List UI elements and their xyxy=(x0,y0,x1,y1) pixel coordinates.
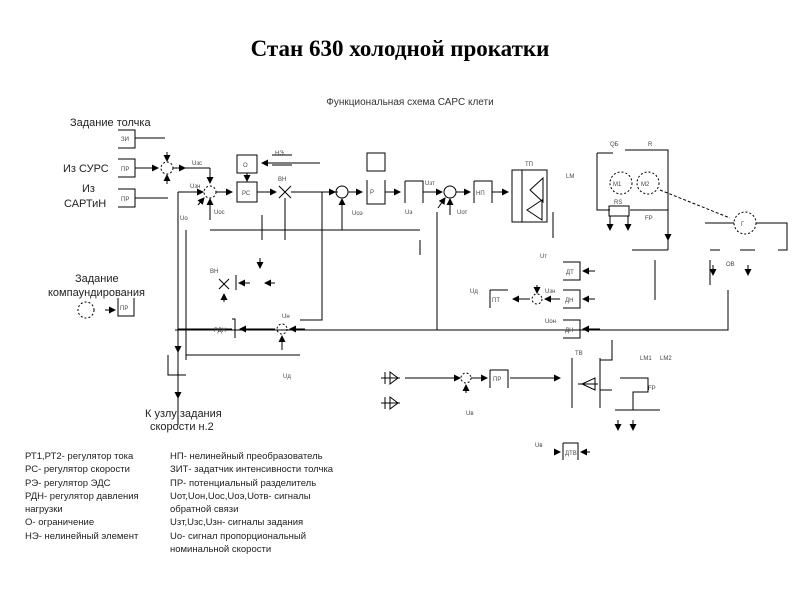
label-ov: ОВ xyxy=(726,262,735,268)
label-r: R xyxy=(648,142,653,148)
legend-item: Uот,Uон,Uос,Uоэ,Uотв- сигналы xyxy=(170,490,311,502)
label-g: Г xyxy=(741,222,745,228)
label-ud2: Uд xyxy=(283,374,291,380)
motor-m2 xyxy=(636,171,660,195)
slide-title: Стан 630 холодной прокатки xyxy=(250,36,550,61)
resistor-rs xyxy=(608,205,630,217)
legend-item: НЭ- нелинейный элемент xyxy=(25,530,139,542)
diagram-subtitle: Функциональная схема САРС клети xyxy=(326,97,494,108)
label-m2: М2 xyxy=(641,182,650,188)
label-vn: ВН xyxy=(278,177,286,183)
block-label-dn2: ДН xyxy=(565,328,573,334)
block-label-dt: ДТ xyxy=(566,270,574,276)
label-ud: Uд xyxy=(470,289,478,295)
legend-item: НП- нелинейный преобразователь xyxy=(170,451,323,462)
label-from-surs: Из СУРС xyxy=(63,163,109,175)
legend-item: номинальной скорости xyxy=(170,544,272,556)
legend-item: РЭ- регулятор ЭДС xyxy=(25,477,111,489)
label-lm: LM xyxy=(566,174,574,180)
diagram-labels: Задание толчка Из СУРС Из САРТиН Задание… xyxy=(48,117,745,457)
summing-junction-4 xyxy=(443,185,457,199)
block-label-pr1: ПР xyxy=(121,167,129,173)
label-un: Uн xyxy=(282,314,290,320)
block-label-dn: ДН xyxy=(565,298,573,304)
label-fp: FP xyxy=(645,216,653,222)
label-ne-top: НЭ xyxy=(275,151,284,157)
legend-item: РС- регулятор скорости xyxy=(25,464,130,476)
legend-item: ЗИТ- задатчик интенсивности толчка xyxy=(170,464,334,476)
label-uzs: Uзс xyxy=(192,161,202,167)
label-ue: Uэ xyxy=(405,210,412,216)
label-uzh: Uзн xyxy=(545,289,555,295)
block-label-rdn: РДН xyxy=(214,328,226,334)
label-uzt: Uзт xyxy=(425,181,435,187)
summing-junction-1 xyxy=(160,161,174,175)
block-label-pr3: ПР xyxy=(120,306,128,312)
label-m1: М1 xyxy=(613,182,622,188)
multiplier-1 xyxy=(278,185,292,199)
label-lm1: LM1 xyxy=(640,356,652,362)
block-label-np: НП xyxy=(476,191,485,197)
label-fp2: FP xyxy=(648,386,656,392)
block-label-dtv: ДТВ xyxy=(565,451,577,457)
block-label-pt: ПТ xyxy=(492,298,500,304)
label-ut: Uт xyxy=(540,254,547,260)
legend-item: ПР- потенциальный разделитель xyxy=(170,477,317,489)
thyristor-converter xyxy=(511,169,548,223)
label-vn2: ВН xyxy=(210,269,218,275)
tacho-generator xyxy=(733,211,757,235)
legend-item: Uзт,Uзс,Uзн- сигналы задания xyxy=(170,517,304,529)
label-from: Из xyxy=(82,183,95,195)
legend-item: нагрузки xyxy=(25,504,63,516)
block-label-pf: ПР xyxy=(493,377,501,383)
label-load-comp-1: Задание xyxy=(75,273,119,285)
label-qb: QБ xyxy=(610,142,619,148)
block-label-limiter: О xyxy=(243,163,248,169)
legend-item: О- ограничение xyxy=(25,517,95,529)
summing-junction-2 xyxy=(203,185,217,199)
load-compounding-icon xyxy=(77,301,95,319)
label-tv: ТВ xyxy=(575,351,583,357)
label-uot: Uот xyxy=(457,210,468,216)
label-tp: ТП xyxy=(525,162,533,168)
label-load-comp-2: компаундирования xyxy=(48,287,145,299)
block-pr1 xyxy=(118,158,159,178)
legend-item: обратной связи xyxy=(170,504,239,516)
label-to-speed-2: скорости н.2 xyxy=(150,421,214,433)
block-re-top xyxy=(366,152,386,172)
label-lm2: LM2 xyxy=(660,356,672,362)
label-uos: Uос xyxy=(214,210,225,216)
label-uoh: Uон xyxy=(545,319,556,325)
label-uv: Uв xyxy=(466,411,474,417)
label-rs: RS xyxy=(614,200,622,206)
label-uv2: Uв xyxy=(535,443,543,449)
label-to-speed-1: К узлу задания xyxy=(145,408,222,420)
motor-m1 xyxy=(609,171,633,195)
block-label-zit: ЗИ xyxy=(121,137,129,143)
legend-item: Uо- сигнал пропорциональный xyxy=(170,530,307,542)
label-uzn: Uзн xyxy=(190,184,200,190)
label-uo: Uо xyxy=(180,216,188,222)
label-sartin: САРТиН xyxy=(64,198,106,210)
legend-right: НП- нелинейный преобразователь ЗИТ- зада… xyxy=(170,450,333,556)
label-uoe: Uоэ xyxy=(352,211,363,217)
legend-item: РТ1,РТ2- регулятор тока xyxy=(25,451,134,462)
block-label-re: Р xyxy=(370,190,374,196)
block-jog-setter xyxy=(118,129,165,149)
block-label-pr2: ПР xyxy=(121,197,129,203)
label-jog-setting: Задание толчка xyxy=(70,117,151,129)
legend-item: РДН- регулятор давления xyxy=(25,490,139,502)
legend-left: РТ1,РТ2- регулятор тока РС- регулятор ск… xyxy=(25,450,139,543)
block-pr2 xyxy=(118,188,168,208)
block-label-rs: РС xyxy=(242,191,251,197)
